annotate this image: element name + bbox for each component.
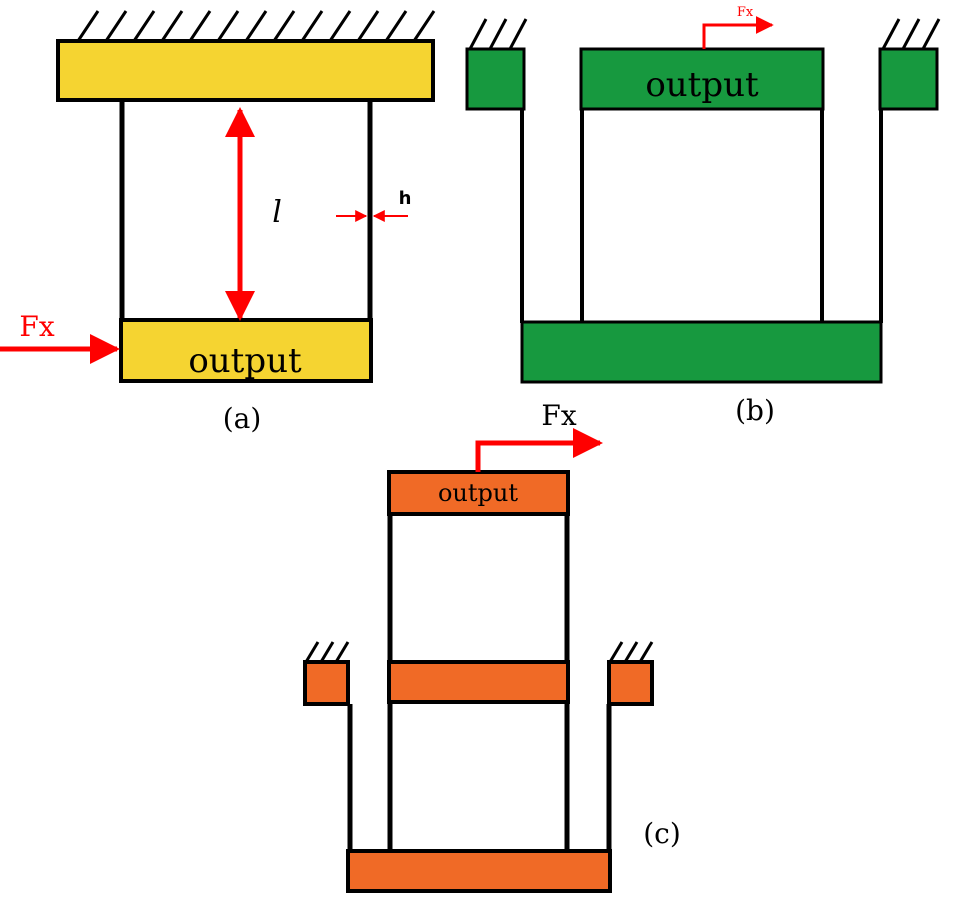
diagram-b: output Fx (b) xyxy=(465,5,941,427)
diagram-c-left-anchor xyxy=(303,660,350,706)
diagram-a-thickness-label: h xyxy=(399,188,412,209)
diagram-b-intermediate-bar xyxy=(520,320,883,384)
diagram-c-output-label: output xyxy=(438,479,518,507)
diagram-b-force-arrow xyxy=(702,16,774,49)
diagram-b-right-anchor xyxy=(878,47,939,111)
diagram-b-left-ground-hatching xyxy=(468,18,528,51)
diagram-c-caption: (c) xyxy=(643,817,681,850)
diagram-c-bottom-bar xyxy=(346,849,612,893)
diagram-a-caption: (a) xyxy=(223,402,262,435)
diagram-a-output-label: output xyxy=(188,341,302,381)
diagram-b-output-block xyxy=(579,47,825,111)
diagram-b-output-label: output xyxy=(645,65,759,105)
diagram-b-force-label: Fx xyxy=(737,5,754,20)
diagram-a-fixed-base xyxy=(56,39,435,102)
diagram-c-right-anchor xyxy=(607,660,654,706)
diagram-c-right-ground-hatching xyxy=(608,641,654,664)
diagram-b-caption: (b) xyxy=(735,394,775,427)
diagram-a-length-label: l xyxy=(272,195,282,230)
diagram-a-ground-hatching xyxy=(58,10,436,43)
diagram-a-output-block xyxy=(119,318,373,383)
diagram-b-right-ground-hatching xyxy=(881,18,941,51)
diagram-c-force-arrow xyxy=(475,428,603,472)
diagram-a: output l h Fx (a) xyxy=(0,10,436,435)
diagram-a-force-label: Fx xyxy=(19,310,54,343)
diagram-c: output Fx (c) xyxy=(303,399,681,893)
diagram-c-force-label: Fx xyxy=(541,399,576,432)
diagram-b-left-anchor xyxy=(465,47,526,111)
diagram-c-left-ground-hatching xyxy=(304,641,350,664)
diagram-c-middle-bar xyxy=(387,660,570,704)
